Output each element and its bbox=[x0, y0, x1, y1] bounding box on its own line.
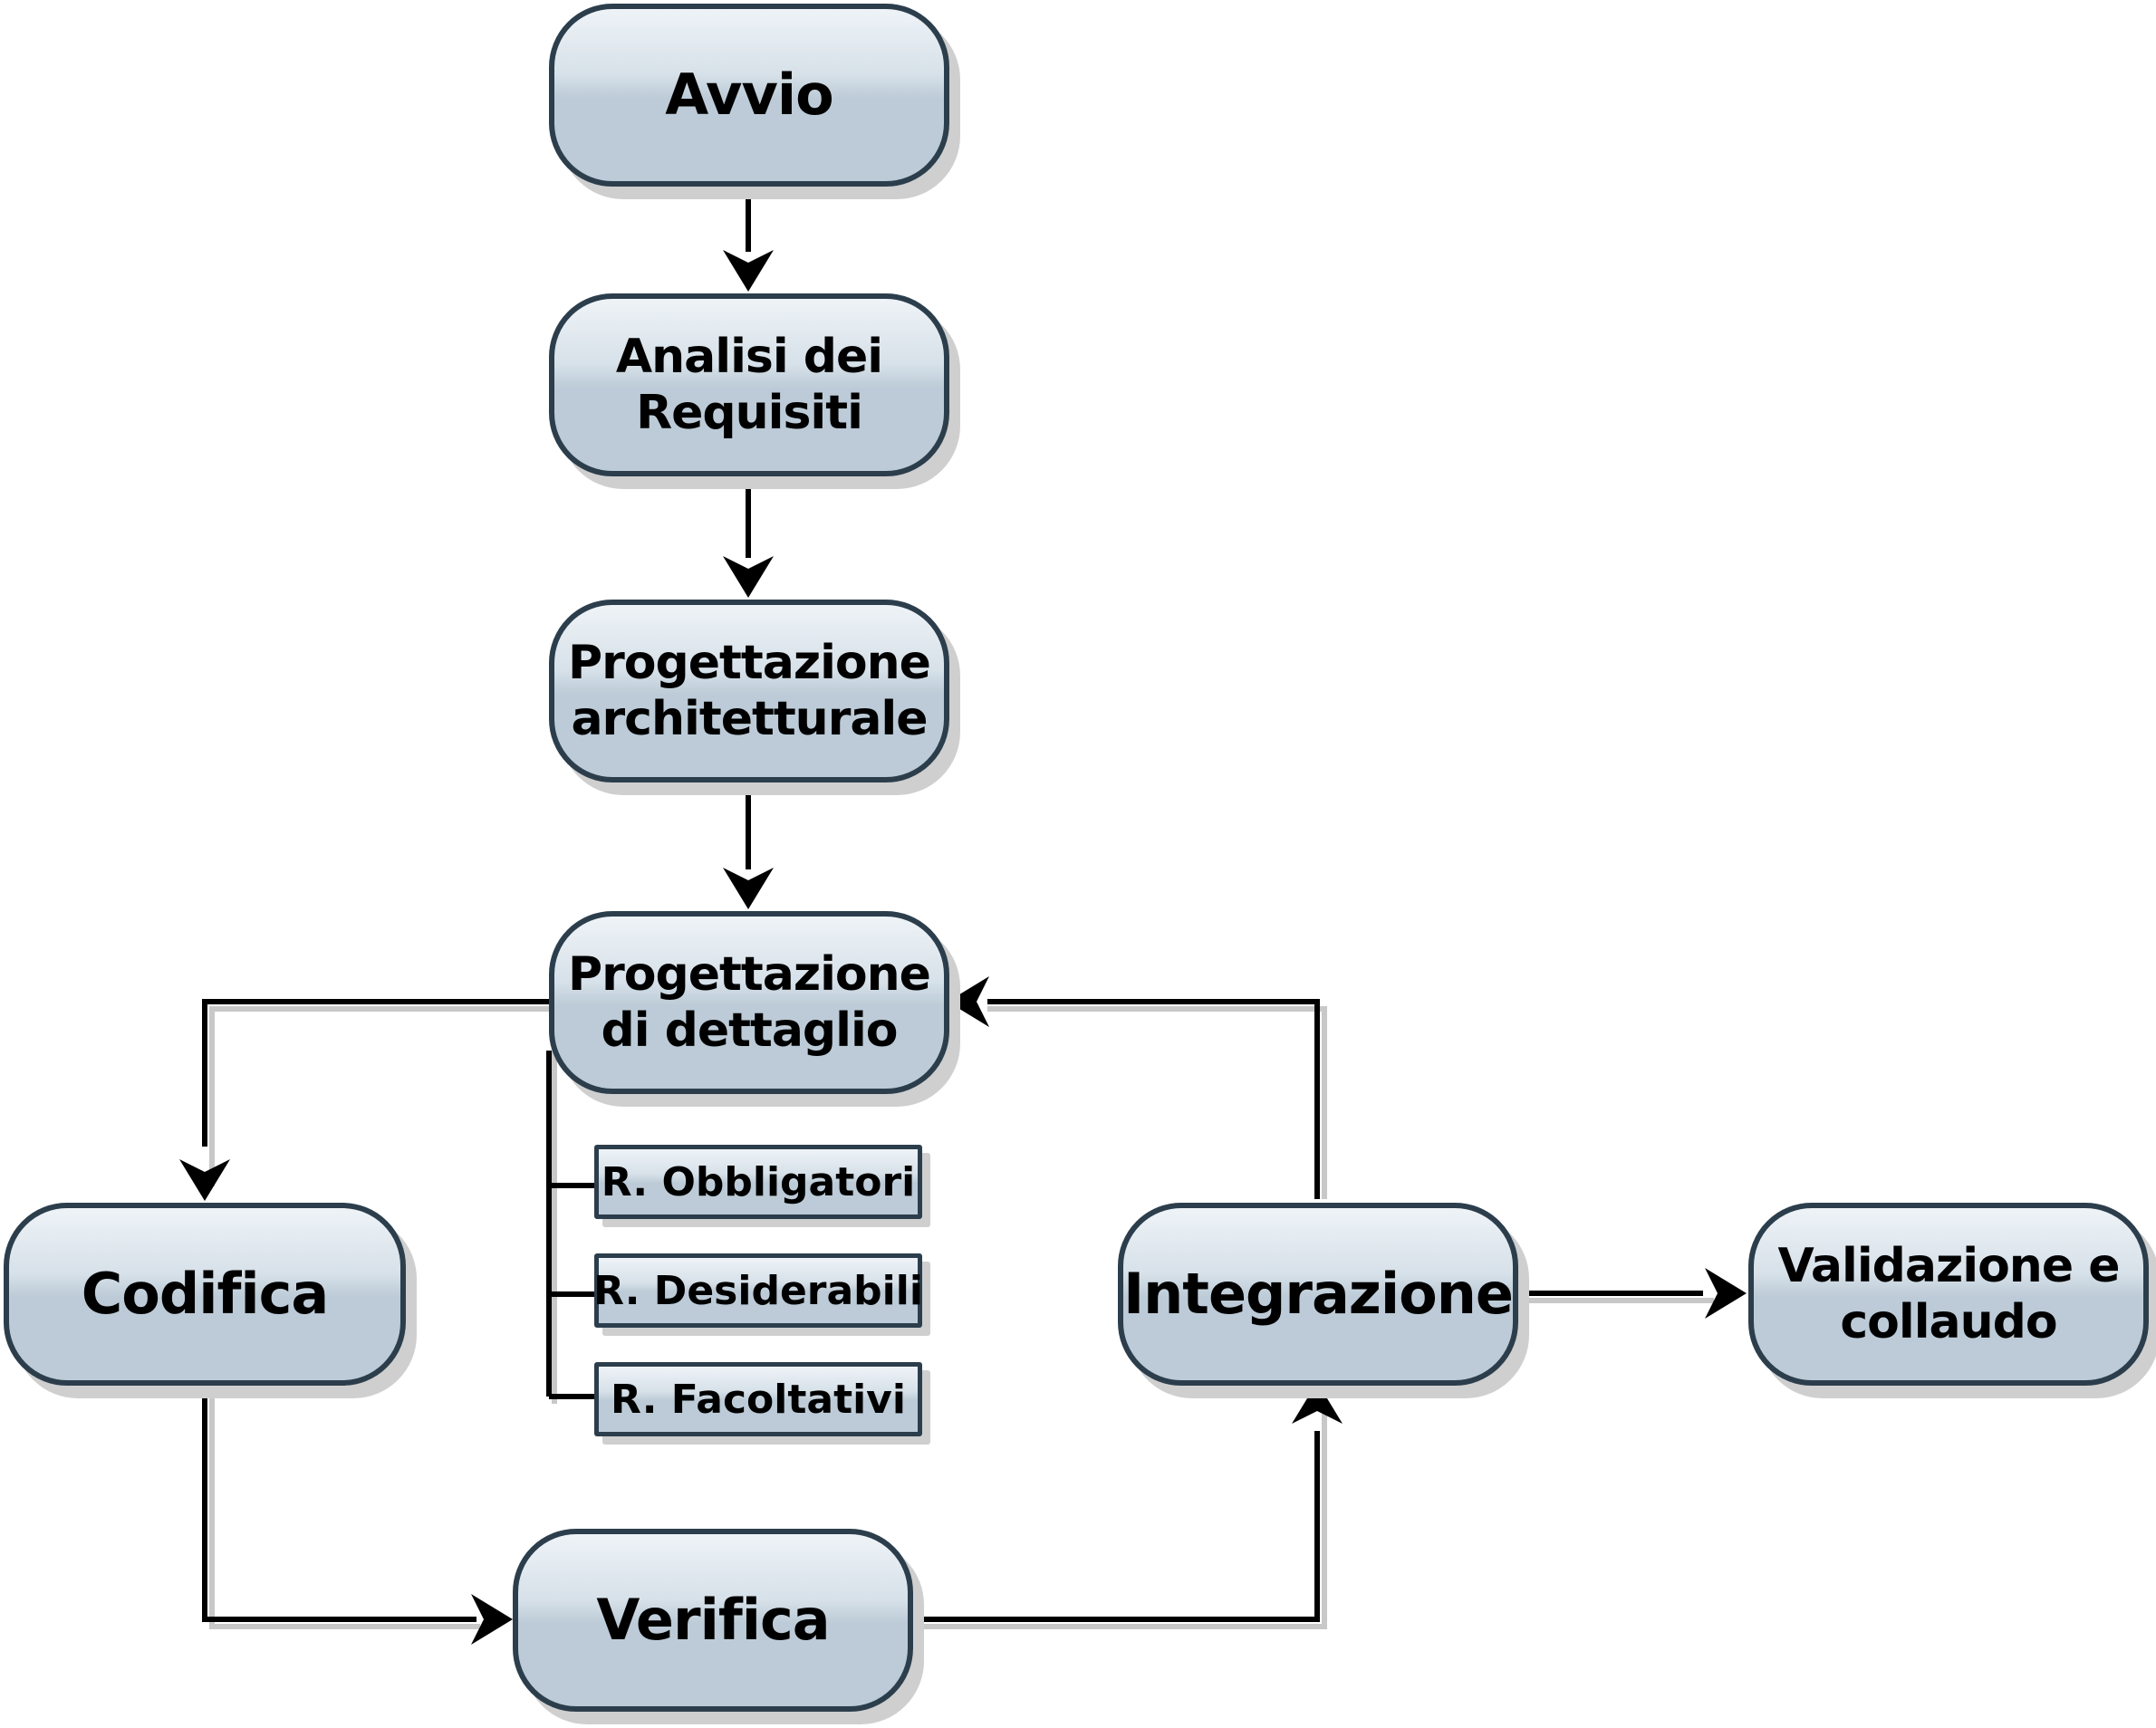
edge-verifica-integrazione bbox=[910, 1431, 1320, 1622]
node-analisi-requisiti: Analisi dei Requisiti bbox=[549, 293, 949, 476]
arrowhead-to-progdett bbox=[723, 868, 774, 909]
arrowhead-to-analisi bbox=[723, 250, 774, 292]
node-progettazione-architetturale: Progettazione architetturale bbox=[549, 600, 949, 782]
connector-shadows bbox=[209, 1006, 1714, 1629]
arrowhead-to-integrazione bbox=[1292, 1382, 1343, 1424]
arrowhead-to-validazione bbox=[1705, 1268, 1747, 1319]
shadow-codifica-verifica bbox=[209, 1393, 480, 1629]
node-avvio: Avvio bbox=[549, 4, 949, 187]
arrowhead-to-progdett-right bbox=[948, 976, 989, 1027]
arrowheads bbox=[179, 250, 1747, 1645]
node-verifica: Verifica bbox=[513, 1529, 913, 1712]
tag-requisiti-facoltativi: R. Facoltativi bbox=[594, 1362, 922, 1436]
node-validazione-collaudo: Validazione e collaudo bbox=[1748, 1203, 2149, 1386]
node-integrazione: Integrazione bbox=[1118, 1203, 1518, 1386]
node-codifica: Codifica bbox=[4, 1203, 406, 1386]
edge-integrazione-progdett bbox=[987, 999, 1320, 1199]
arrowhead-to-progarch bbox=[723, 556, 774, 598]
edge-codifica-verifica bbox=[202, 1386, 476, 1622]
node-progettazione-dettaglio: Progettazione di dettaglio bbox=[549, 911, 949, 1094]
shadow-integrazione-dettaglio bbox=[987, 1006, 1327, 1199]
arrowhead-to-verifica bbox=[471, 1594, 513, 1645]
edge-progdett-codifica bbox=[202, 999, 549, 1147]
tag-requisiti-obbligatori: R. Obbligatori bbox=[594, 1145, 922, 1219]
shadow-verifica-integrazione bbox=[917, 1413, 1327, 1629]
shadow-dettaglio-codifica bbox=[209, 1006, 549, 1186]
connector-lines bbox=[202, 190, 1703, 1622]
arrowhead-to-codifica bbox=[179, 1159, 230, 1201]
tag-requisiti-desiderabili: R. Desiderabili bbox=[593, 1253, 923, 1328]
